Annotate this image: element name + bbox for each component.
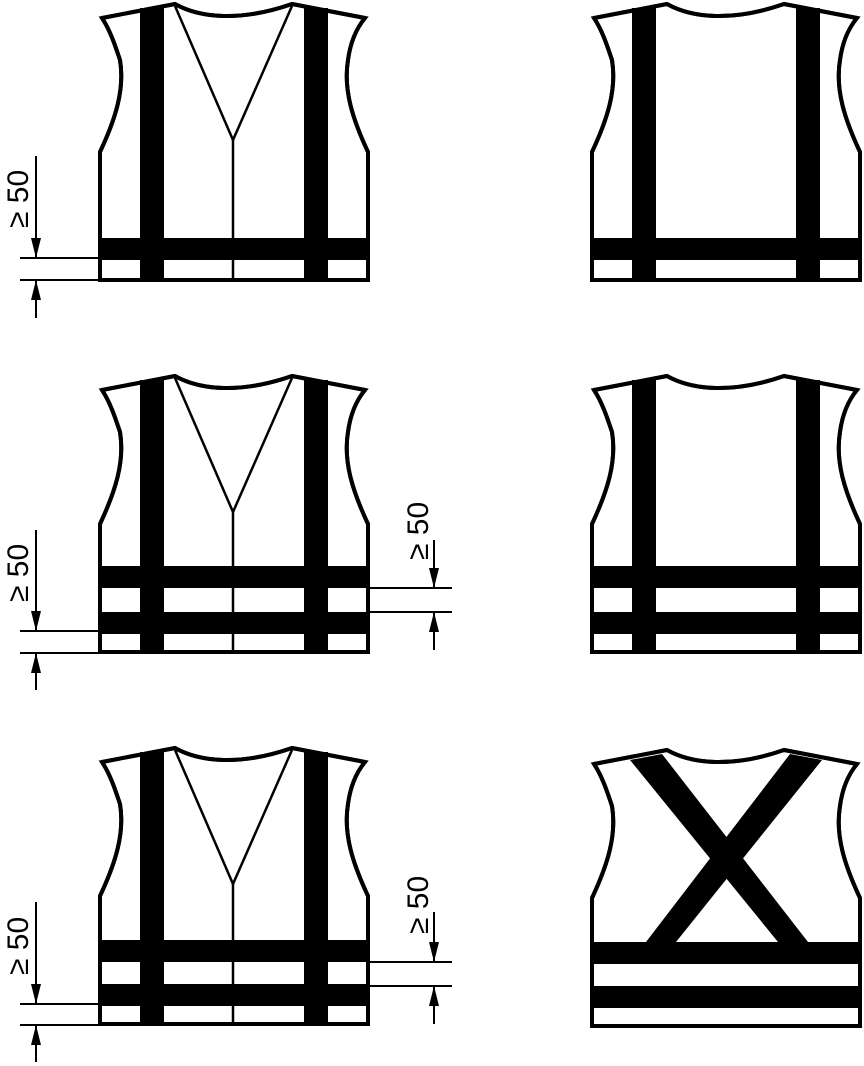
dimension-left-3: ≥ 50	[2, 902, 100, 1062]
vest-front-2	[98, 374, 370, 654]
dimension-left-2: ≥ 50	[2, 530, 100, 690]
dimension-left-1: ≥ 50	[2, 156, 100, 318]
dimension-right-3: ≥ 50	[368, 876, 452, 1024]
dimension-label: ≥ 50	[402, 502, 435, 560]
vest-back-1	[590, 2, 862, 282]
dimension-label: ≥ 50	[2, 917, 35, 975]
dimension-label: ≥ 50	[402, 876, 435, 934]
vest-front-1	[98, 2, 370, 282]
dimension-right-2: ≥ 50	[368, 502, 452, 650]
vest-back-2	[590, 374, 862, 654]
vest-front-3	[98, 746, 370, 1026]
vest-back-3	[590, 748, 862, 1028]
dimension-label: ≥ 50	[2, 170, 35, 228]
dimension-label: ≥ 50	[2, 544, 35, 602]
